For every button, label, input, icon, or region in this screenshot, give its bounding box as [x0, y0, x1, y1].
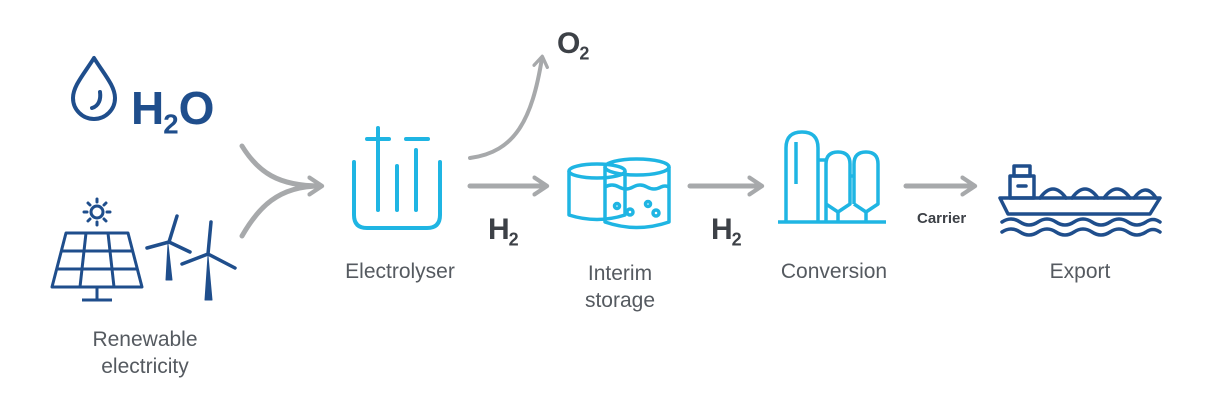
renewable-label: Renewable electricity	[45, 326, 245, 380]
interim-storage-label: Interim storage	[520, 260, 720, 314]
conversion-plant-icon	[778, 130, 886, 224]
water-drop-icon	[71, 56, 117, 121]
h2-second-sub: 2	[731, 229, 742, 250]
oxygen-formula-sub: 2	[579, 43, 590, 64]
h2-first-main: H	[488, 213, 510, 246]
interim-storage-label-line1: Interim	[587, 262, 653, 285]
h2-label-second: H2	[711, 212, 742, 257]
oxygen-formula: O2	[557, 26, 589, 71]
water-formula-main: H	[131, 82, 164, 134]
electrolyser-icon	[352, 126, 442, 230]
water-formula-tail: O	[178, 82, 215, 134]
ship-icon	[998, 164, 1162, 237]
export-label-line1: Export	[1049, 260, 1111, 283]
oxygen-formula-main: O	[557, 27, 580, 60]
wind-turbine-icon	[145, 214, 237, 301]
sun-icon	[82, 197, 112, 227]
interim-storage-label-line2: storage	[584, 289, 656, 312]
carrier-label: Carrier	[917, 210, 967, 227]
conversion-label: Conversion	[734, 258, 934, 285]
o2-arrow	[468, 54, 549, 160]
merge-arrows	[239, 143, 325, 239]
solar-panel-icon	[50, 231, 144, 302]
export-label: Export	[980, 258, 1180, 285]
conversion-label-line1: Conversion	[780, 260, 888, 283]
electrolyser-label-line1: Electrolyser	[345, 260, 455, 283]
renewable-label-line2: electricity	[101, 355, 189, 378]
electrolyser-label: Electrolyser	[300, 258, 500, 285]
h2-first-sub: 2	[508, 229, 519, 250]
water-formula: H2O	[131, 82, 215, 151]
renewable-label-line1: Renewable	[92, 328, 198, 351]
storage-tank-icon	[567, 157, 671, 230]
water-formula-sub: 2	[163, 108, 179, 140]
h2-second-main: H	[711, 213, 733, 246]
h2-label-first: H2	[488, 212, 519, 257]
